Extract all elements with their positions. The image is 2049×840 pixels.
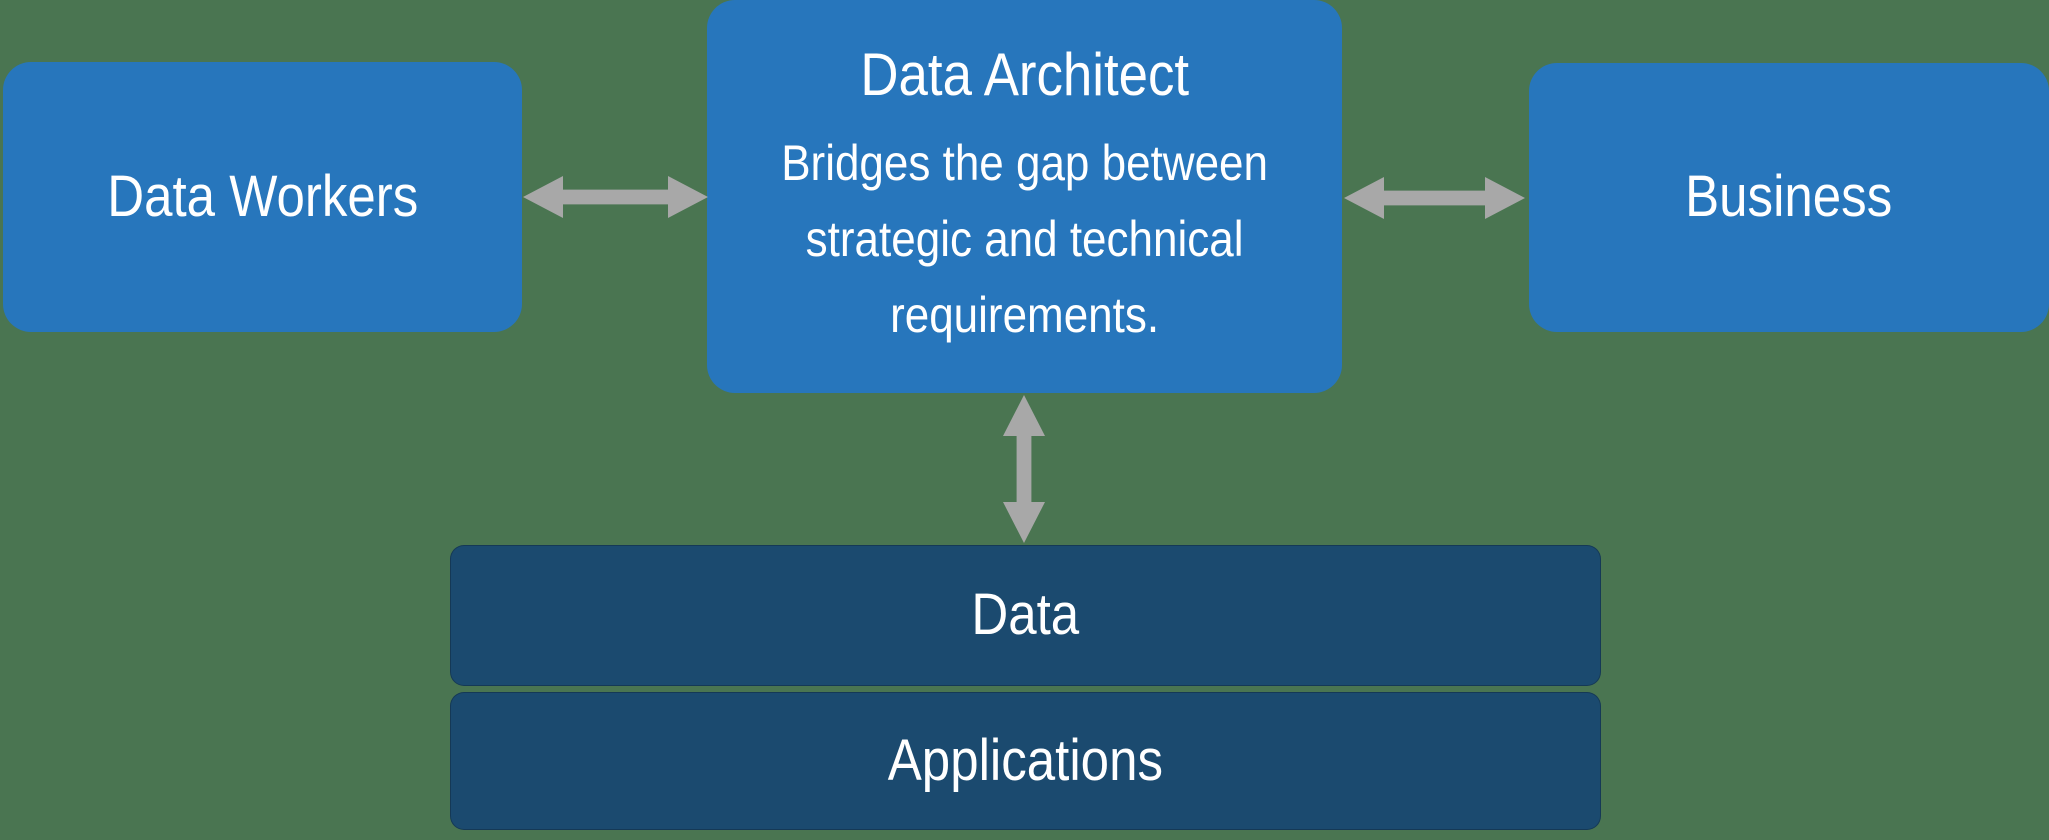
data-label: Data	[971, 582, 1080, 648]
description-line: requirements.	[889, 287, 1160, 343]
applications-box: Applications	[450, 692, 1601, 830]
description-line: Bridges the gap between	[781, 135, 1268, 191]
description-line: strategic and technical	[805, 211, 1244, 267]
business-box: Business	[1529, 63, 2049, 332]
data-architect-description: Bridges the gap between strategic and te…	[781, 125, 1268, 353]
applications-label: Applications	[887, 727, 1164, 793]
data-architect-box: Data Architect Bridges the gap between s…	[707, 0, 1342, 393]
data-architect-title: Data Architect	[860, 41, 1189, 108]
workers-architect-bidirectional-arrow	[523, 175, 708, 219]
data-workers-box: Data Workers	[3, 62, 522, 332]
data-workers-label: Data Workers	[106, 163, 419, 229]
architect-business-bidirectional-arrow	[1344, 176, 1525, 220]
architect-data-bidirectional-arrow	[1002, 395, 1046, 543]
data-box: Data	[450, 545, 1601, 686]
business-label: Business	[1685, 164, 1893, 230]
